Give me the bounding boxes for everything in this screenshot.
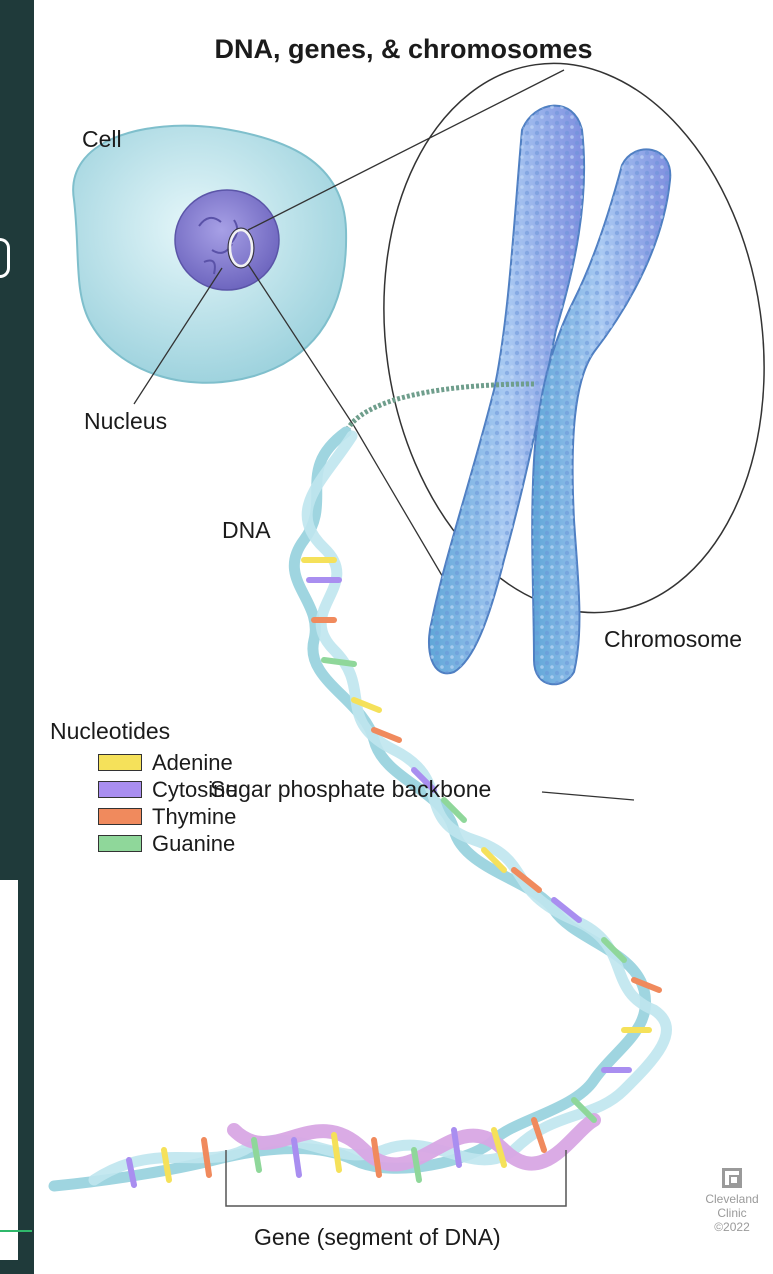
legend-label: Guanine <box>152 831 235 857</box>
legend-item-cytosine: Cytosine <box>98 776 238 803</box>
diagram-canvas: DNA, genes, & chromosomes Cell Nucleus D… <box>34 0 773 1274</box>
gene-label: Gene (segment of DNA) <box>254 1224 501 1251</box>
guanine-swatch <box>98 835 142 852</box>
partial-white-panel <box>0 880 18 1266</box>
legend-label: Thymine <box>152 804 236 830</box>
logo-copyright: ©2022 <box>702 1220 762 1234</box>
dna-label: DNA <box>222 517 271 544</box>
cleveland-clinic-logo: Cleveland Clinic ©2022 <box>702 1168 762 1234</box>
adenine-swatch <box>98 754 142 771</box>
legend-label: Adenine <box>152 750 233 776</box>
legend-item-thymine: Thymine <box>98 803 238 830</box>
nucleus-label: Nucleus <box>84 408 167 435</box>
logo-line-2: Clinic <box>702 1206 762 1220</box>
sugar-backbone-label: Sugar phosphate backbone <box>210 776 491 803</box>
sugar-backbone-leader-line <box>542 792 634 800</box>
chromosome-label: Chromosome <box>604 626 742 653</box>
legend-label: Cytosine <box>152 777 238 803</box>
logo-line-1: Cleveland <box>702 1192 762 1206</box>
chromosome <box>429 106 670 685</box>
nucleotide-legend: Nucleotides Adenine Cytosine Thymine Gua… <box>50 718 238 857</box>
legend-item-guanine: Guanine <box>98 830 238 857</box>
legend-item-adenine: Adenine <box>98 749 238 776</box>
thymine-swatch <box>98 808 142 825</box>
cytosine-swatch <box>98 781 142 798</box>
nucleus-shape <box>175 190 279 290</box>
left-sidebar-panel <box>0 0 32 1274</box>
accent-line <box>0 1230 32 1232</box>
cell-label: Cell <box>82 126 122 153</box>
diagram-title: DNA, genes, & chromosomes <box>34 34 773 65</box>
logo-mark-icon <box>722 1168 742 1188</box>
partial-glyph-icon <box>0 238 10 278</box>
legend-title: Nucleotides <box>50 718 238 745</box>
